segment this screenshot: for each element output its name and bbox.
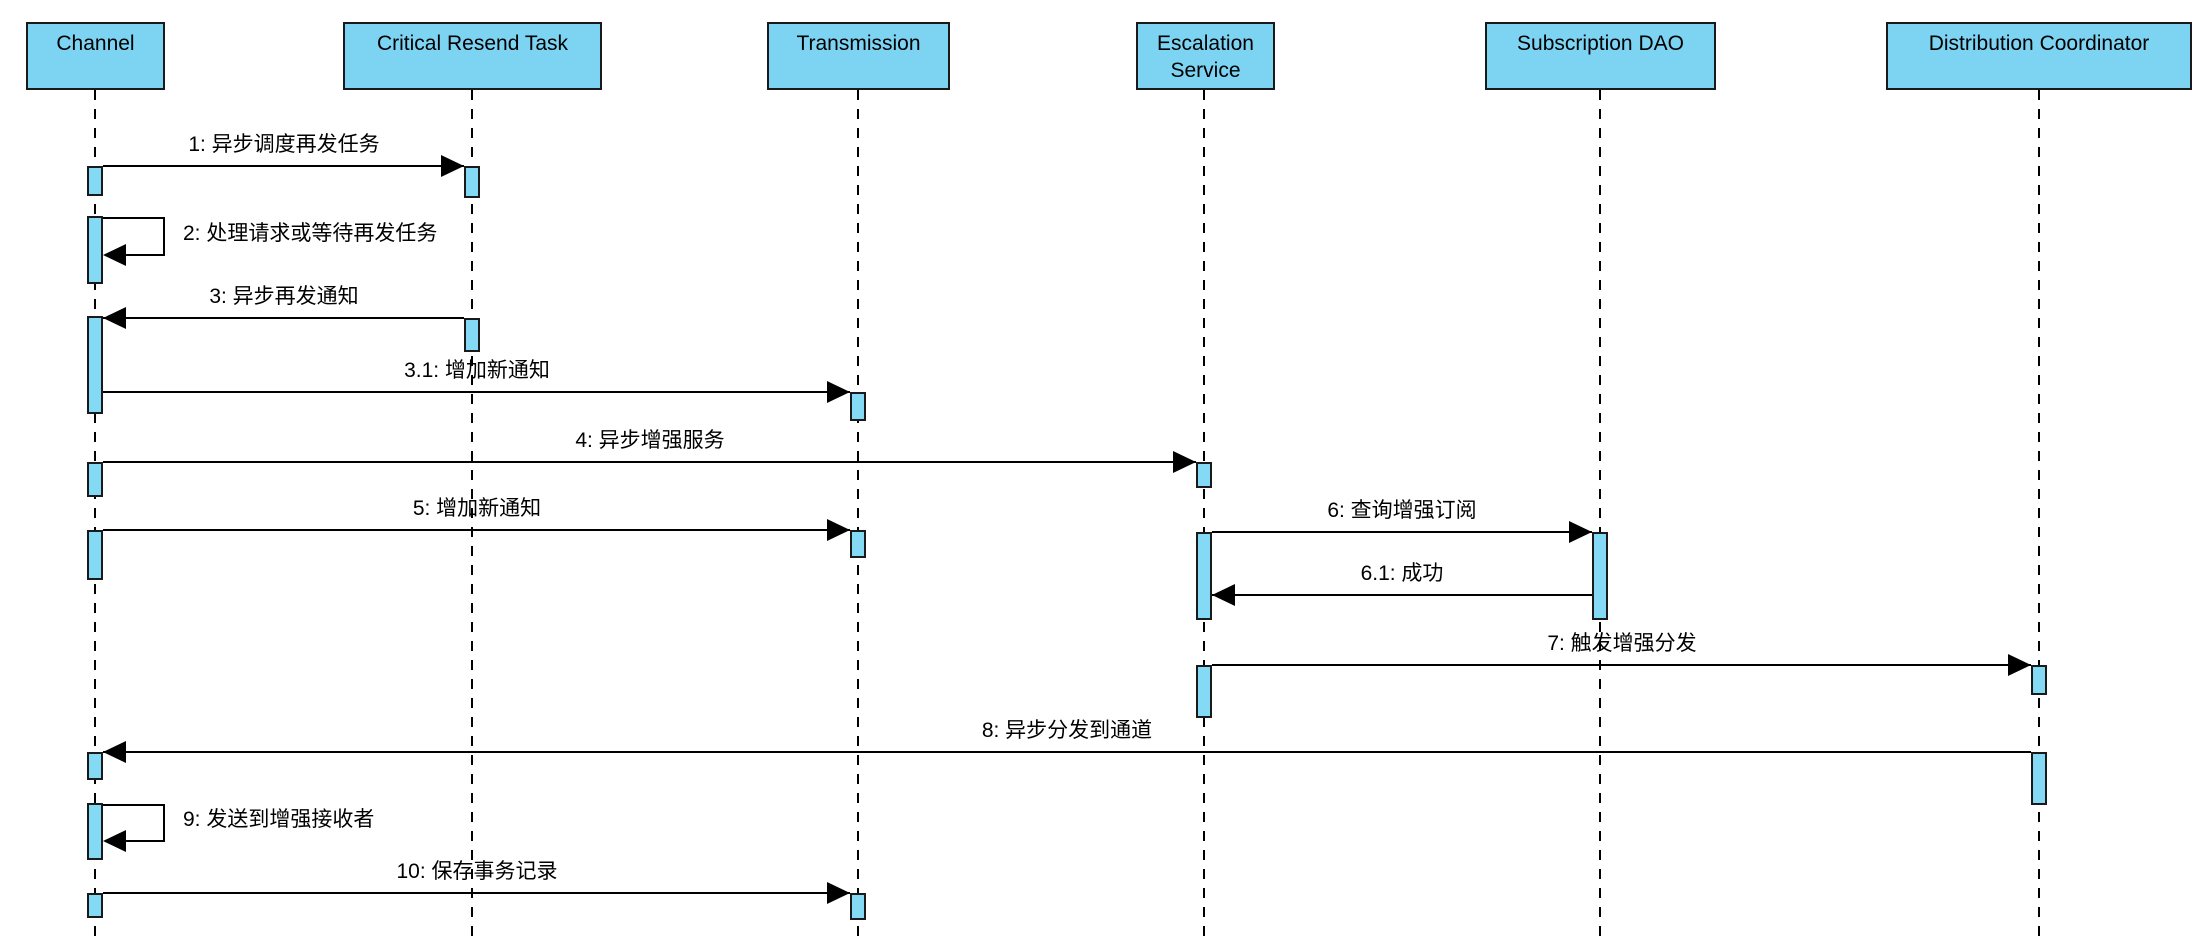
self-message-bottom-segment: [126, 840, 165, 842]
message-arrow-line: [103, 391, 850, 393]
activation-bar-critical_resend_task: [464, 166, 480, 198]
message-arrowhead-icon: [103, 741, 126, 763]
message-arrow-line: [1212, 664, 2031, 666]
message-label: 7: 触发增强分发: [1547, 632, 1697, 655]
message-arrow-line: [103, 317, 464, 319]
message-arrowhead-icon: [827, 882, 850, 904]
actor-box-escalation_service: Escalation Service: [1136, 22, 1275, 90]
activation-bar-channel: [87, 462, 103, 497]
message-arrow-line: [103, 751, 2031, 753]
self-message-top-segment: [103, 217, 165, 219]
actor-box-critical_resend_task: Critical Resend Task: [343, 22, 602, 90]
activation-bar-channel: [87, 316, 103, 414]
message-arrow-line: [1212, 594, 1592, 596]
lifeline-channel: [94, 90, 96, 940]
lifeline-critical_resend_task: [471, 90, 473, 940]
activation-bar-channel: [87, 166, 103, 196]
self-message-top-segment: [103, 804, 165, 806]
message-arrow-line: [103, 892, 850, 894]
activation-bar-channel: [87, 752, 103, 780]
message-arrow-line: [103, 461, 1196, 463]
message-arrowhead-icon: [103, 307, 126, 329]
message-label: 3.1: 增加新通知: [404, 359, 550, 382]
actor-box-distribution_coordinator: Distribution Coordinator: [1886, 22, 2192, 90]
message-arrowhead-icon: [2008, 654, 2031, 676]
actor-box-transmission: Transmission: [767, 22, 950, 90]
message-arrowhead-icon: [827, 381, 850, 403]
self-message-arrowhead-icon: [103, 830, 126, 852]
actor-box-subscription_dao: Subscription DAO: [1485, 22, 1716, 90]
message-label: 4: 异步增强服务: [575, 429, 725, 452]
message-label: 9: 发送到增强接收者: [183, 808, 375, 831]
message-arrowhead-icon: [441, 155, 464, 177]
activation-bar-distribution_coordinator: [2031, 665, 2047, 695]
lifeline-distribution_coordinator: [2038, 90, 2040, 940]
message-label: 2: 处理请求或等待再发任务: [183, 222, 438, 245]
activation-bar-transmission: [850, 530, 866, 558]
activation-bar-subscription_dao: [1592, 532, 1608, 620]
message-label: 10: 保存事务记录: [396, 860, 558, 883]
message-arrow-line: [103, 529, 850, 531]
activation-bar-critical_resend_task: [464, 318, 480, 352]
message-arrow-line: [103, 165, 464, 167]
actor-box-channel: Channel: [26, 22, 165, 90]
message-label: 8: 异步分发到通道: [981, 719, 1153, 742]
message-label: 3: 异步再发通知: [209, 285, 359, 308]
activation-bar-escalation_service: [1196, 665, 1212, 718]
lifeline-subscription_dao: [1599, 90, 1601, 940]
self-message-bottom-segment: [126, 254, 165, 256]
message-arrowhead-icon: [1173, 451, 1196, 473]
message-label: 6.1: 成功: [1360, 562, 1444, 585]
self-message-right-segment: [163, 804, 165, 842]
message-arrowhead-icon: [1212, 584, 1235, 606]
message-arrow-line: [1212, 531, 1592, 533]
lifeline-transmission: [857, 90, 859, 940]
activation-bar-transmission: [850, 392, 866, 421]
lifeline-escalation_service: [1203, 90, 1205, 940]
activation-bar-distribution_coordinator: [2031, 752, 2047, 805]
activation-bar-channel: [87, 530, 103, 580]
self-message-right-segment: [163, 217, 165, 256]
message-label: 1: 异步调度再发任务: [188, 133, 380, 156]
message-label: 6: 查询增强订阅: [1327, 499, 1477, 522]
activation-bar-channel: [87, 803, 103, 860]
message-label: 5: 增加新通知: [412, 497, 542, 520]
message-arrowhead-icon: [1569, 521, 1592, 543]
activation-bar-escalation_service: [1196, 462, 1212, 488]
activation-bar-channel: [87, 893, 103, 918]
message-arrowhead-icon: [827, 519, 850, 541]
activation-bar-channel: [87, 216, 103, 284]
activation-bar-escalation_service: [1196, 532, 1212, 620]
activation-bar-transmission: [850, 893, 866, 920]
self-message-arrowhead-icon: [103, 244, 126, 266]
